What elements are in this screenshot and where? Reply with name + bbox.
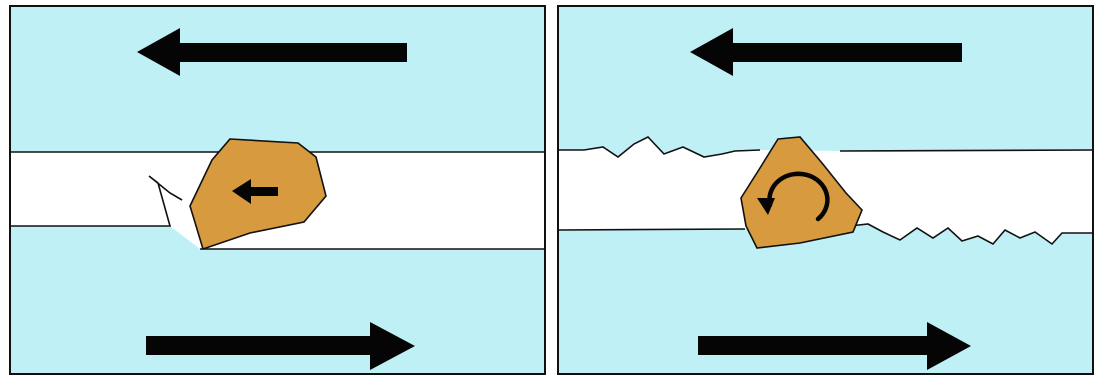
panel-right bbox=[558, 6, 1095, 374]
panel-left bbox=[10, 6, 545, 374]
